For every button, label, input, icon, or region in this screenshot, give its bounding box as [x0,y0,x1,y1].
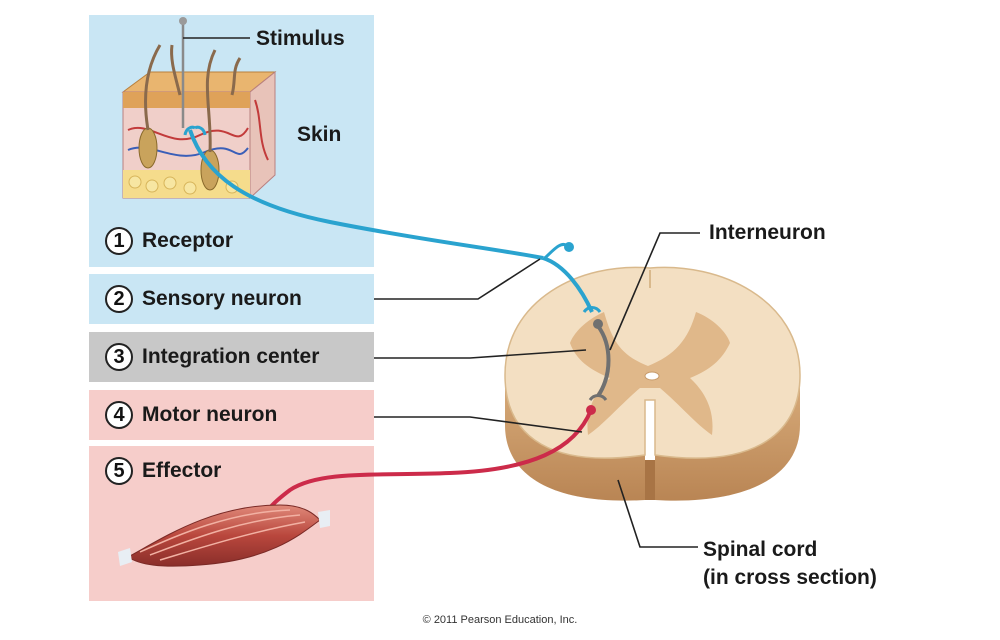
stimulus-pin [179,17,250,128]
step-effector: 5 Effector [105,457,221,485]
step-sensory-neuron: 2 Sensory neuron [105,285,302,313]
step-label-sensory-neuron: Sensory neuron [142,287,302,310]
step-label-receptor: Receptor [142,229,234,252]
step-receptor: 1 Receptor [105,227,233,255]
step-number-5: 5 [105,457,133,485]
step-label-motor-neuron: Motor neuron [142,403,278,426]
step-integration-center: 3 Integration center [105,343,319,371]
integration-center-panel: 3 Integration center [89,332,374,382]
sensory-neuron-panel: 2 Sensory neuron [89,274,374,324]
spinal-cord-label: Spinal cord (in cross section) [703,536,877,592]
step-number-1: 1 [105,227,133,255]
motor-neuron-panel: 4 Motor neuron [89,390,374,440]
muscle-effector [118,504,330,567]
skin-block [121,44,277,200]
step-label-effector: Effector [142,459,222,482]
leader-lines [374,232,700,548]
step-label-integration-center: Integration center [142,345,320,368]
copyright-notice: © 2011 Pearson Education, Inc. [422,614,578,626]
skin-label: Skin [297,123,342,146]
spinal-cord-label-line2: (in cross section) [703,566,877,589]
spinal-cord [504,266,801,501]
interneuron-label: Interneuron [709,221,826,244]
interneuron [588,319,611,401]
step-number-4: 4 [105,401,133,429]
step-motor-neuron: 4 Motor neuron [105,401,277,429]
spinal-cord-label-line1: Spinal cord [703,538,818,561]
stimulus-label: Stimulus [256,27,345,50]
step-number-3: 3 [105,343,133,371]
step-number-2: 2 [105,285,133,313]
sensory-neuron [183,125,602,313]
